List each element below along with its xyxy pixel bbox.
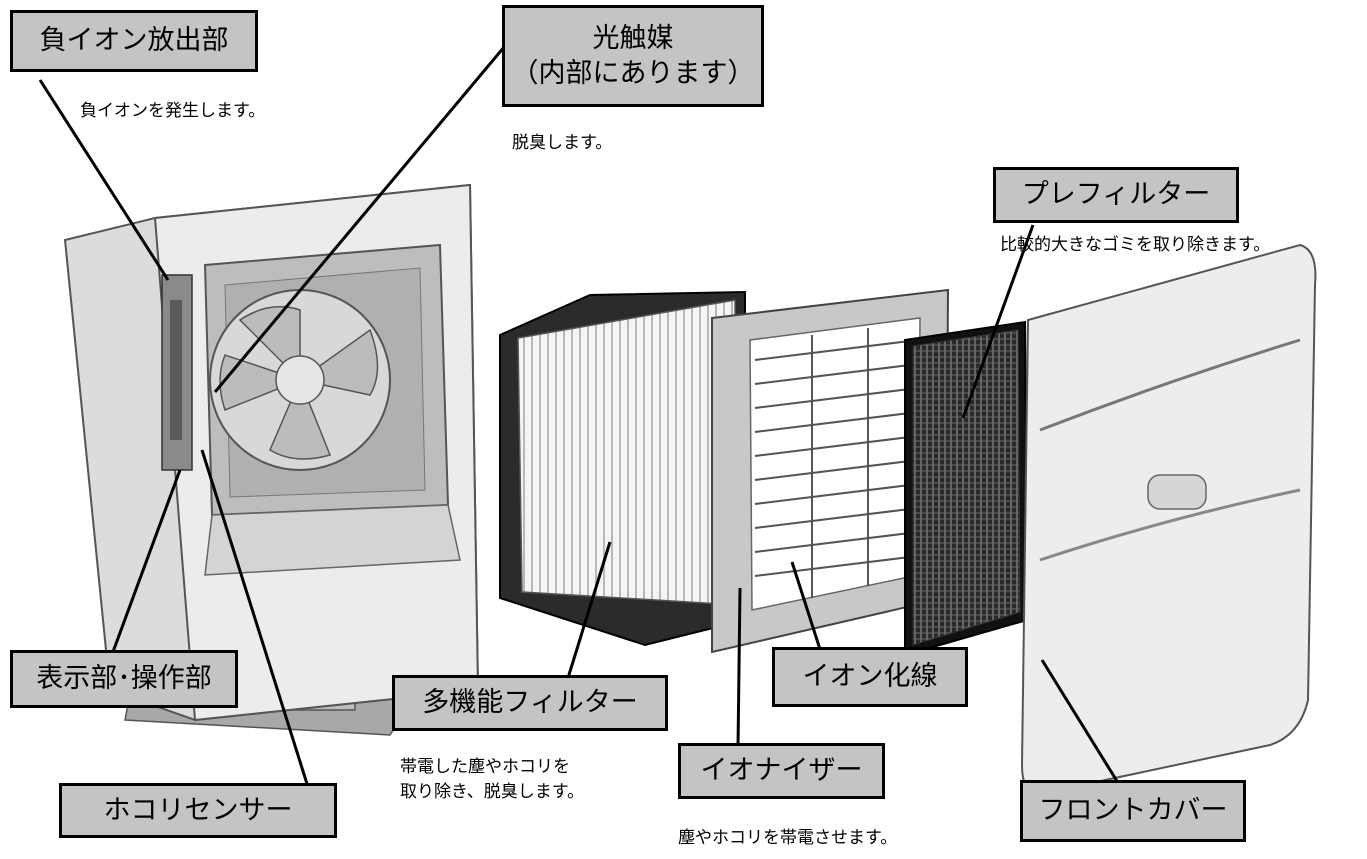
- ion-emitter-label: 負イオン放出部: [10, 10, 258, 72]
- multi-filter-desc-line2: 取り除き、脱臭します。: [400, 781, 585, 802]
- ionizer-label: イオナイザー: [678, 743, 885, 799]
- multi-filter-label: 多機能フィルター: [392, 675, 668, 731]
- front-cover-panel: [1020, 243, 1317, 797]
- front-cover-title: フロントカバー: [1038, 795, 1228, 827]
- multi-filter-desc: 帯電した塵やホコリを 取り除き、脱臭します。: [400, 755, 584, 804]
- ion-emitter-title: 負イオン放出部: [39, 25, 229, 57]
- dust-sensor-title: ホコリセンサー: [103, 794, 293, 826]
- prefilter-desc: 比較的大きなゴミを取り除きます。: [1000, 235, 1271, 255]
- leader-lines: [38, 39, 1122, 788]
- ionizer-desc: 塵やホコリを帯電させます。: [678, 828, 898, 848]
- ionizer-grille: [711, 288, 950, 654]
- multi-filter-title: 多機能フィルター: [422, 687, 638, 719]
- fan-icon: [209, 289, 391, 471]
- ionizer-title: イオナイザー: [700, 755, 863, 787]
- display-operation-title: 表示部･操作部: [36, 663, 212, 695]
- front-cover-label: フロントカバー: [1020, 780, 1246, 842]
- dust-sensor-label: ホコリセンサー: [59, 783, 337, 838]
- prefilter-label: プレフィルター: [993, 167, 1239, 223]
- photocatalyst-subtitle: （内部にあります）: [511, 58, 755, 89]
- ion-emitter-desc: 負イオンを発生します。: [80, 101, 266, 121]
- multi-filter-desc-line1: 帯電した塵やホコリを: [400, 757, 570, 777]
- photocatalyst-desc: 脱臭します。: [512, 133, 613, 153]
- ion-wire-label: イオン化線: [772, 647, 968, 707]
- photocatalyst-title: 光触媒: [592, 22, 674, 54]
- multi-function-filter: [499, 290, 746, 647]
- ion-wire-title: イオン化線: [802, 661, 938, 693]
- prefilter-title: プレフィルター: [1021, 179, 1211, 211]
- photocatalyst-label: 光触媒 （内部にあります）: [502, 5, 764, 107]
- display-operation-label: 表示部･操作部: [10, 650, 238, 708]
- prefilter-panel: [904, 320, 1029, 657]
